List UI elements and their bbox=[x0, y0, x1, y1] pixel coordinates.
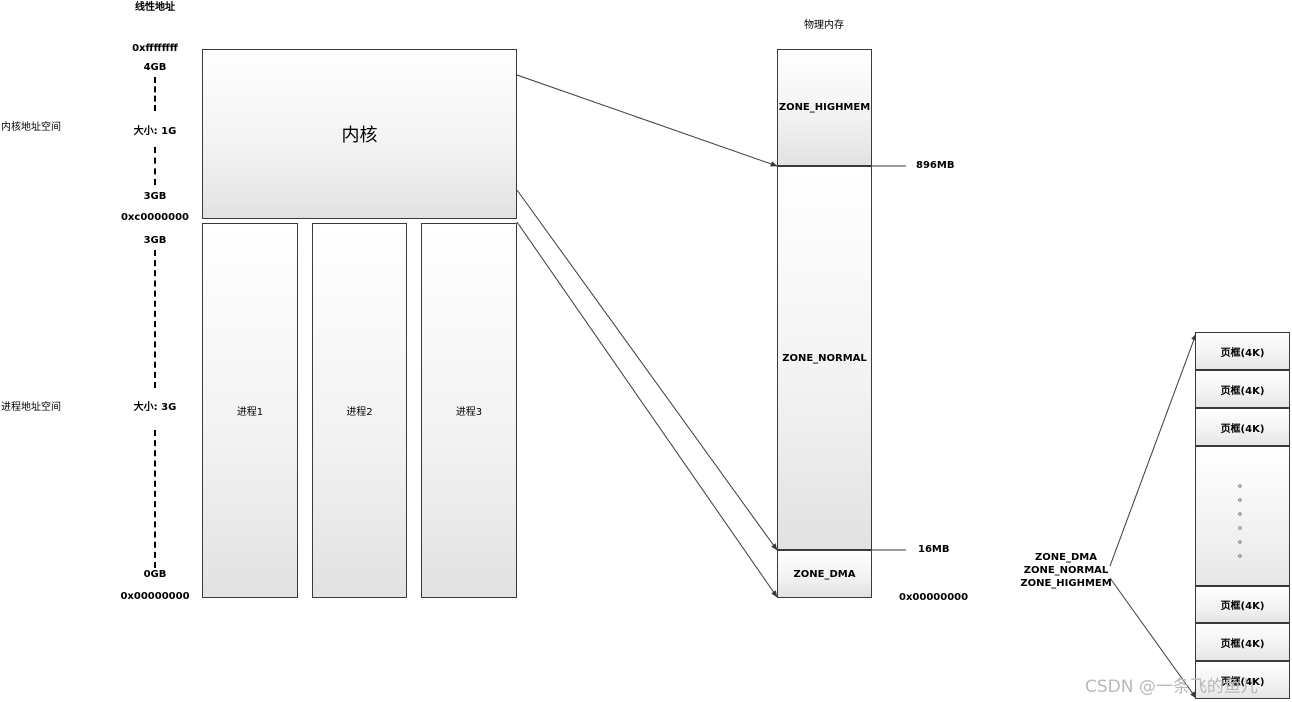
physical-addr-bottom-label: 0x00000000 bbox=[899, 592, 969, 603]
physical-memory-title: 物理内存 bbox=[804, 20, 844, 31]
page-frame: 页框(4K) bbox=[1195, 370, 1290, 408]
process-box-2: 进程2 bbox=[312, 223, 407, 598]
kernel-box-label: 内核 bbox=[341, 125, 378, 146]
zone-dma-label: ZONE_DMA bbox=[793, 568, 856, 580]
zone-normal-label: ZONE_NORMAL bbox=[782, 352, 867, 364]
page-frame-label: 页框(4K) bbox=[1220, 423, 1265, 435]
user-space-label: 进程地址空间 bbox=[1, 402, 61, 413]
page-frame: 页框(4K) bbox=[1195, 586, 1290, 623]
process-label: 进程3 bbox=[455, 407, 483, 418]
user-size-label: 大小: 3G bbox=[133, 402, 177, 413]
zone-normal-box: ZONE_NORMAL bbox=[777, 166, 872, 550]
arrow-zones-to-top-frame bbox=[1109, 333, 1197, 567]
kernel-size-label: 大小: 1G bbox=[133, 126, 177, 137]
ellipsis-dots: 。 。 。 。 。 。 bbox=[1238, 478, 1248, 562]
kernel-box: 内核 bbox=[202, 49, 517, 219]
dashed-line bbox=[154, 430, 156, 568]
addr-bottom-label: 0x00000000 bbox=[120, 591, 190, 602]
process-box-3: 进程3 bbox=[421, 223, 517, 598]
process-label: 进程1 bbox=[236, 407, 264, 418]
page-frame-label: 页框(4K) bbox=[1220, 347, 1265, 359]
arrow-kernel-to-896 bbox=[516, 74, 778, 167]
dashed-line bbox=[154, 250, 156, 388]
zones-list-item: ZONE_HIGHMEM bbox=[1020, 578, 1112, 589]
ellipsis-dot: 。 bbox=[1238, 549, 1248, 560]
page-frame-label: 页框(4K) bbox=[1220, 601, 1265, 612]
gb3-label: 3GB bbox=[143, 235, 167, 246]
process-box-1: 进程1 bbox=[202, 223, 298, 598]
page-frame: 页框(4K) bbox=[1195, 408, 1290, 446]
page-frame-label: 页框(4K) bbox=[1220, 638, 1265, 650]
process-label: 进程2 bbox=[346, 407, 373, 418]
ellipsis-dot: 。 bbox=[1238, 479, 1248, 490]
ellipsis-dot: 。 bbox=[1238, 535, 1248, 546]
page-frame: 页框(4K) bbox=[1195, 623, 1290, 661]
mark-16-label: 16MB bbox=[918, 544, 950, 555]
gb4-label: 4GB bbox=[143, 62, 167, 73]
zone-highmem-box: ZONE_HIGHMEM bbox=[777, 49, 872, 166]
arrow-zones-to-bottom-frame bbox=[1109, 577, 1197, 699]
ellipsis-dot: 。 bbox=[1238, 521, 1248, 532]
addr-top-label: 0xffffffff bbox=[132, 43, 178, 54]
mark-896-label: 896MB bbox=[916, 160, 955, 171]
kernel-space-label: 内核地址空间 bbox=[1, 122, 61, 133]
page-frame: 页框(4K) bbox=[1195, 332, 1290, 370]
page-frame-ellipsis bbox=[1195, 446, 1290, 586]
page-frame-label: 页框(4K) bbox=[1220, 676, 1265, 688]
page-frame: 页框(4K) bbox=[1195, 661, 1290, 699]
gb0-label: 0GB bbox=[143, 569, 167, 580]
dashed-line bbox=[154, 147, 156, 185]
addr-kernel-label: 0xc0000000 bbox=[120, 212, 190, 223]
zone-dma-box: ZONE_DMA bbox=[777, 550, 872, 598]
zones-list-item: ZONE_DMA bbox=[1035, 552, 1097, 563]
arrow-kernel-to-16 bbox=[516, 189, 778, 551]
linear-address-title: 线性地址 bbox=[135, 2, 175, 13]
dashed-line bbox=[154, 77, 156, 111]
ellipsis-dot: 。 bbox=[1238, 493, 1248, 504]
page-frame-label: 页框(4K) bbox=[1220, 385, 1265, 397]
gb3-label: 3GB bbox=[143, 191, 167, 202]
zones-list-item: ZONE_NORMAL bbox=[1023, 565, 1109, 576]
zone-highmem-label: ZONE_HIGHMEM bbox=[778, 102, 871, 113]
ellipsis-dot: 。 bbox=[1238, 507, 1248, 518]
arrow-kernel-to-0 bbox=[516, 221, 778, 598]
watermark: CSDN @一条飞的鱼儿 bbox=[1085, 677, 1258, 697]
